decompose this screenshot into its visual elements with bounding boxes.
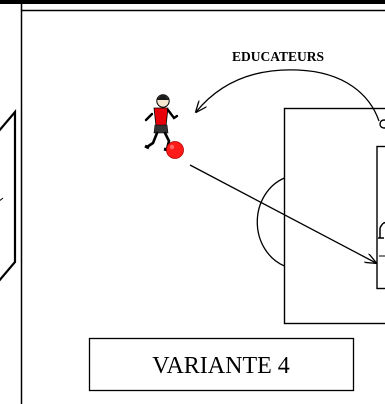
variant-title-box	[88, 337, 355, 392]
goal-area	[376, 145, 385, 290]
soccer-player-dribbling-icon	[144, 94, 179, 152]
coach-figure-icon	[378, 119, 385, 257]
penalty-box	[283, 107, 385, 325]
shot-arrow	[189, 164, 376, 263]
goal-net-mark-icon	[0, 197, 4, 202]
top-border	[0, 0, 385, 4]
coach-label: EDUCATEURS	[232, 49, 324, 64]
red-ball-icon	[166, 141, 184, 159]
penalty-arc	[256, 177, 285, 267]
variant-title: VARIANTE 4	[152, 353, 290, 379]
pass-curve-arrow	[196, 69, 380, 122]
left-goal	[0, 109, 17, 282]
